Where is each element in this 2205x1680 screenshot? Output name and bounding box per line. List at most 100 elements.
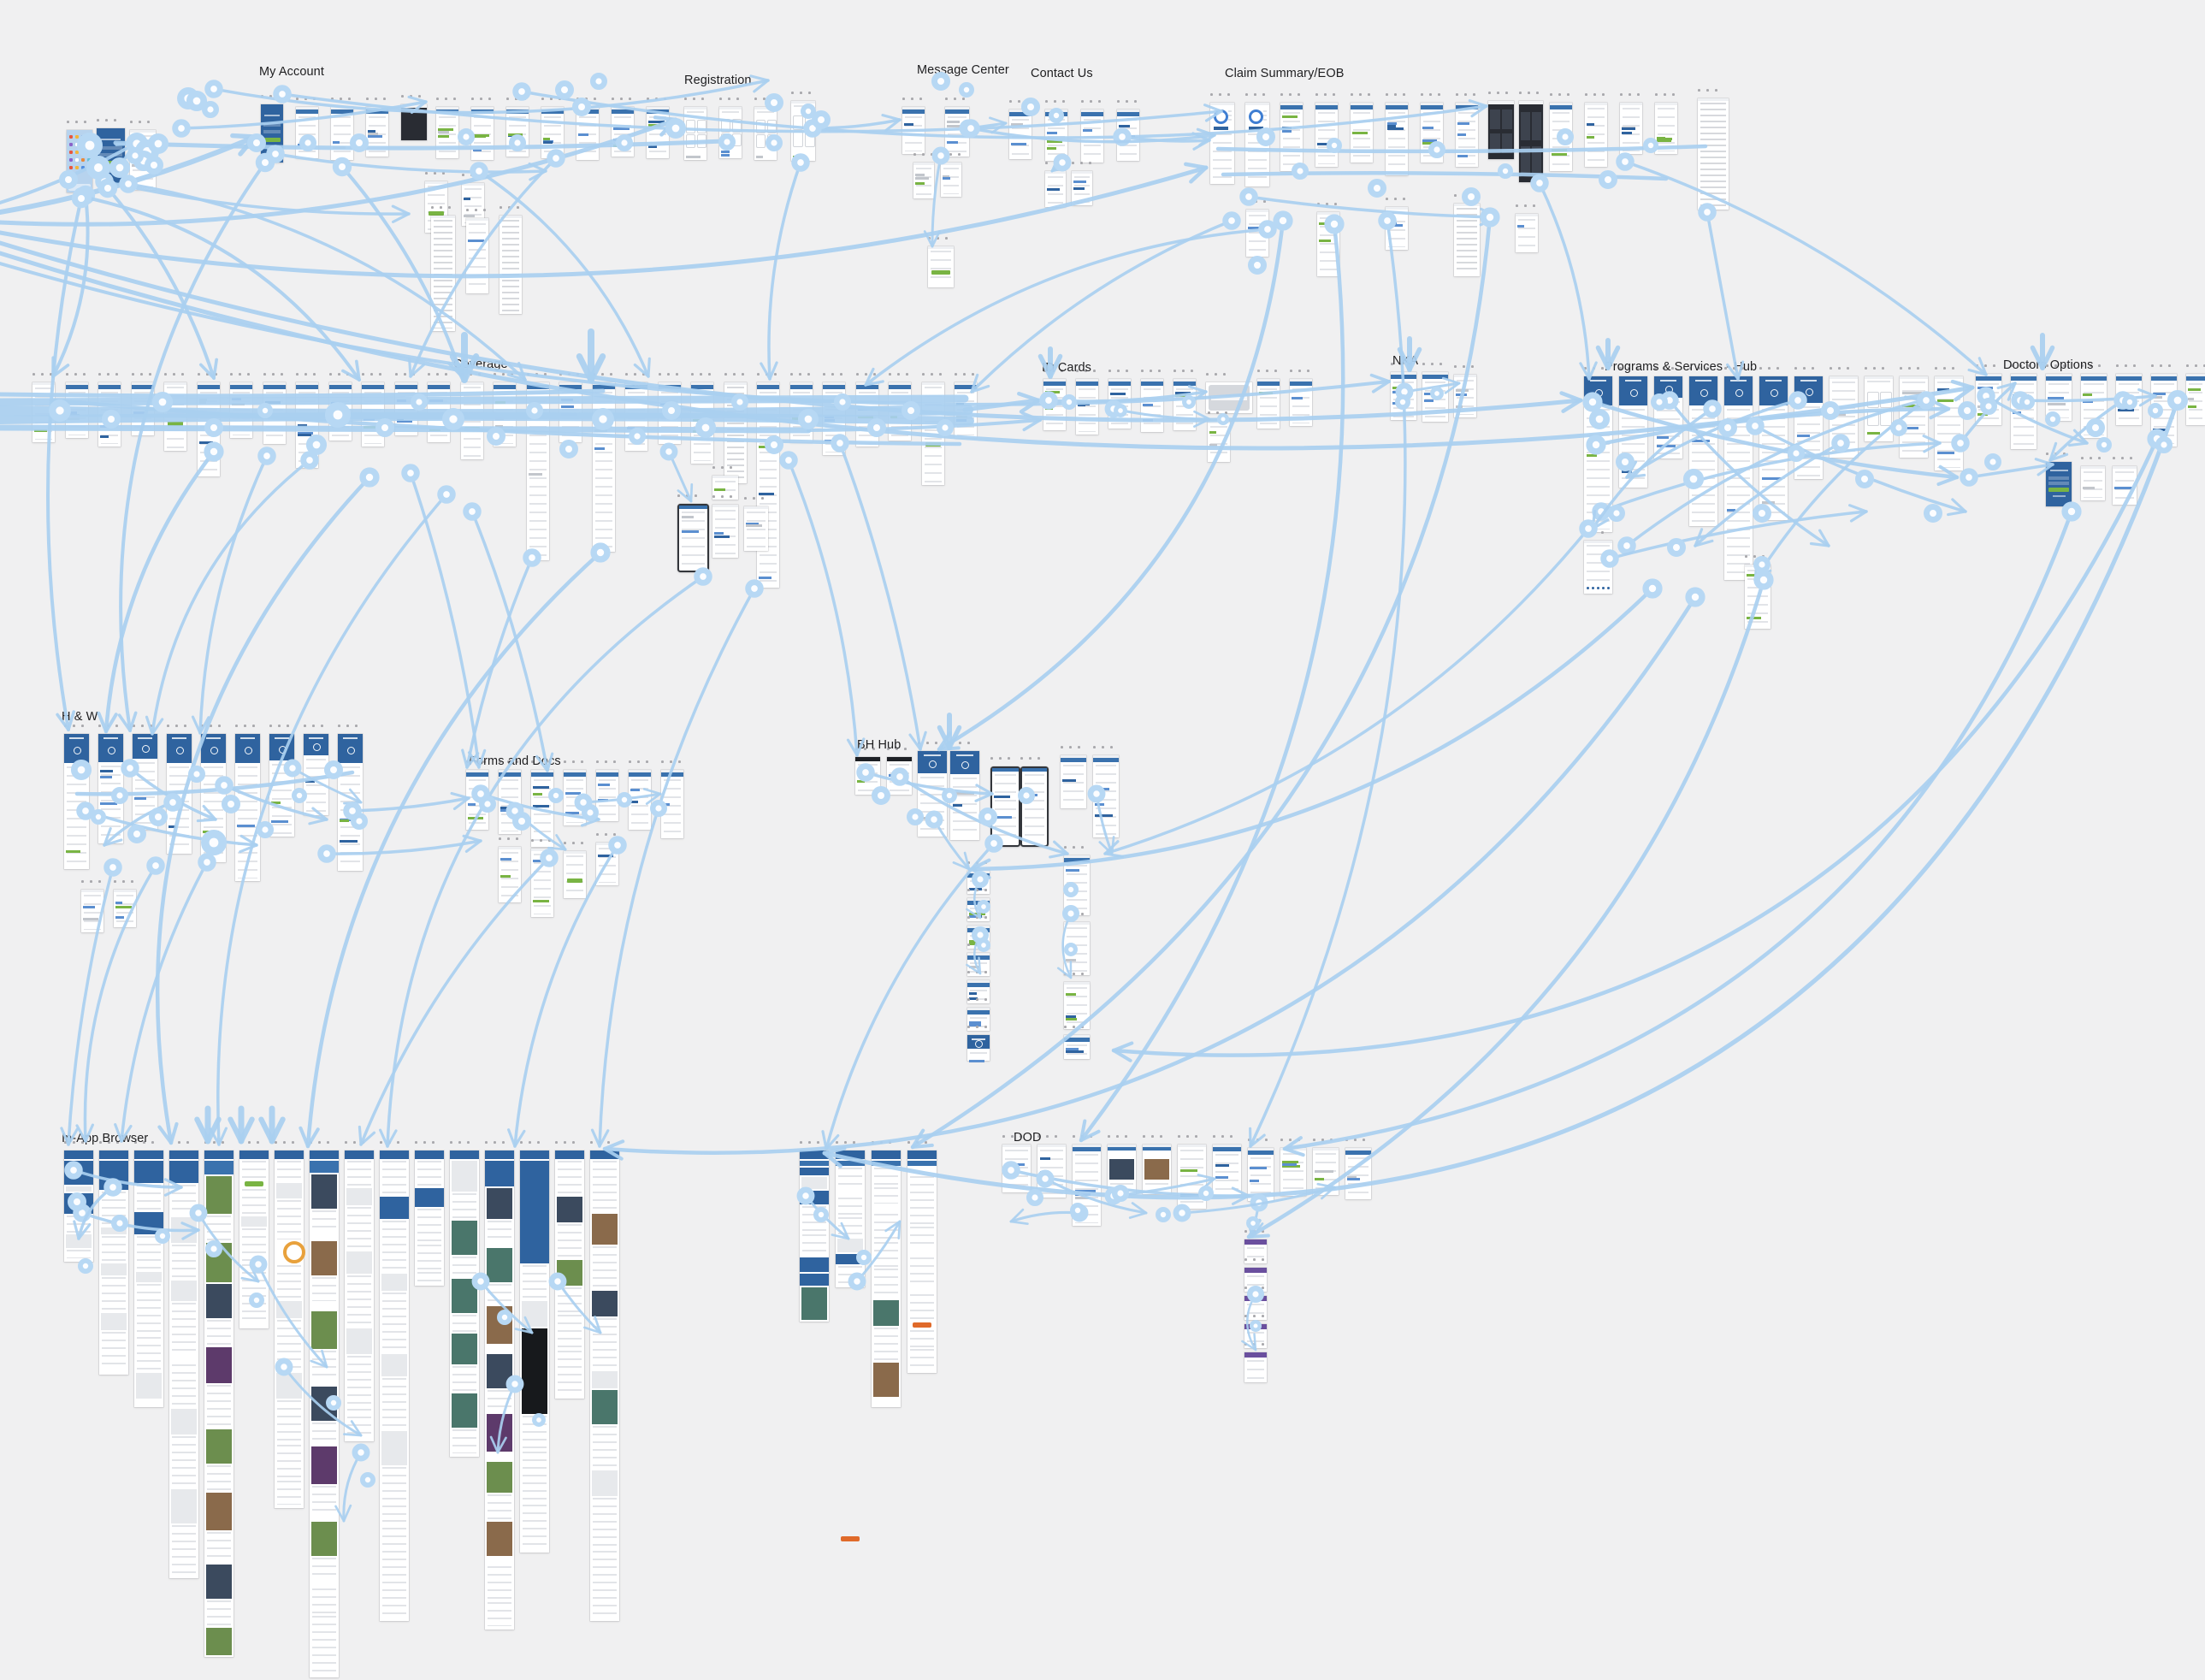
screen-thumbnail[interactable] bbox=[64, 734, 89, 869]
screen-thumbnail[interactable] bbox=[2046, 374, 2072, 421]
screen-thumbnail[interactable] bbox=[1246, 210, 1268, 257]
screen-thumbnail[interactable] bbox=[499, 847, 521, 902]
section-label-in-app-browser[interactable]: In-App Browser bbox=[62, 1132, 149, 1145]
screen-thumbnail[interactable] bbox=[198, 382, 220, 476]
screen-thumbnail[interactable] bbox=[531, 849, 553, 917]
screen-thumbnail[interactable] bbox=[872, 1151, 901, 1407]
screen-thumbnail[interactable] bbox=[500, 216, 522, 314]
screen-thumbnail[interactable] bbox=[855, 757, 880, 795]
screen-thumbnail[interactable] bbox=[791, 101, 815, 161]
screen-thumbnail[interactable] bbox=[1315, 103, 1338, 167]
screen-thumbnail[interactable] bbox=[712, 476, 738, 500]
screen-thumbnail[interactable] bbox=[1072, 171, 1092, 205]
screen-thumbnail[interactable] bbox=[520, 1151, 549, 1553]
section-label-h-and-w[interactable]: H & W bbox=[62, 710, 98, 724]
screen-thumbnail[interactable] bbox=[1064, 1035, 1090, 1059]
screen-thumbnail[interactable] bbox=[167, 734, 192, 854]
screen-thumbnail[interactable] bbox=[941, 163, 961, 197]
screen-thumbnail[interactable] bbox=[1213, 1145, 1241, 1196]
section-label-forms-and-docs[interactable]: Forms and Docs bbox=[469, 754, 561, 768]
screen-thumbnail[interactable] bbox=[612, 107, 634, 157]
screen-thumbnail[interactable] bbox=[1550, 103, 1572, 171]
screen-thumbnail[interactable] bbox=[907, 1151, 937, 1373]
screen-thumbnail[interactable] bbox=[1257, 379, 1280, 429]
screen-thumbnail[interactable] bbox=[955, 382, 977, 438]
screen-thumbnail[interactable] bbox=[1655, 103, 1677, 154]
screen-thumbnail[interactable] bbox=[590, 1151, 619, 1621]
screen-thumbnail[interactable] bbox=[98, 382, 121, 447]
screen-thumbnail[interactable] bbox=[902, 107, 925, 154]
screen-thumbnail[interactable] bbox=[1456, 103, 1478, 167]
screen-thumbnail[interactable] bbox=[362, 382, 384, 447]
screen-thumbnail[interactable] bbox=[66, 382, 88, 438]
screen-thumbnail[interactable] bbox=[269, 734, 294, 837]
screen-thumbnail[interactable] bbox=[1206, 382, 1252, 413]
screen-thumbnail[interactable] bbox=[564, 851, 586, 898]
screen-thumbnail[interactable] bbox=[1794, 376, 1823, 479]
screen-thumbnail[interactable] bbox=[889, 382, 911, 441]
screen-thumbnail[interactable] bbox=[719, 107, 742, 158]
screen-thumbnail[interactable] bbox=[1345, 1148, 1371, 1199]
screen-thumbnail[interactable] bbox=[431, 216, 455, 331]
screen-thumbnail[interactable] bbox=[1081, 109, 1103, 163]
screen-thumbnail[interactable] bbox=[790, 382, 813, 442]
screen-thumbnail[interactable] bbox=[1745, 565, 1771, 629]
screen-thumbnail[interactable] bbox=[1117, 109, 1139, 161]
screen-thumbnail[interactable] bbox=[471, 107, 494, 160]
screen-thumbnail[interactable] bbox=[81, 890, 103, 932]
screen-thumbnail[interactable] bbox=[967, 1035, 990, 1062]
screen-thumbnail[interactable] bbox=[677, 504, 709, 572]
screen-thumbnail[interactable] bbox=[1290, 379, 1312, 426]
screen-thumbnail[interactable] bbox=[950, 751, 979, 840]
screen-thumbnail[interactable] bbox=[1313, 1148, 1339, 1195]
screen-thumbnail[interactable] bbox=[1108, 1145, 1136, 1194]
screen-thumbnail[interactable] bbox=[67, 130, 92, 192]
screen-thumbnail[interactable] bbox=[395, 382, 417, 435]
screen-thumbnail[interactable] bbox=[1108, 379, 1131, 429]
screen-thumbnail[interactable] bbox=[1141, 379, 1163, 432]
screen-thumbnail[interactable] bbox=[494, 382, 516, 447]
screen-thumbnail[interactable] bbox=[1454, 204, 1480, 276]
screen-thumbnail[interactable] bbox=[1391, 372, 1416, 420]
screen-thumbnail[interactable] bbox=[1037, 1145, 1066, 1198]
screen-thumbnail[interactable] bbox=[856, 382, 878, 447]
screen-thumbnail[interactable] bbox=[1519, 101, 1543, 182]
screen-thumbnail[interactable] bbox=[1020, 766, 1049, 847]
screen-thumbnail[interactable] bbox=[1064, 982, 1090, 1029]
screen-thumbnail[interactable] bbox=[275, 1151, 306, 1508]
screen-thumbnail[interactable] bbox=[134, 1151, 163, 1407]
screen-thumbnail[interactable] bbox=[918, 751, 947, 837]
screen-thumbnail[interactable] bbox=[436, 107, 458, 158]
screen-thumbnail[interactable] bbox=[1173, 379, 1196, 430]
screen-thumbnail[interactable] bbox=[1002, 1145, 1031, 1192]
screen-thumbnail[interactable] bbox=[2081, 374, 2107, 438]
screen-thumbnail[interactable] bbox=[659, 382, 681, 444]
screen-thumbnail[interactable] bbox=[836, 1151, 865, 1541]
screen-thumbnail[interactable] bbox=[1422, 372, 1448, 422]
screen-thumbnail[interactable] bbox=[1900, 376, 1928, 458]
screen-thumbnail[interactable] bbox=[201, 734, 226, 862]
screen-thumbnail[interactable] bbox=[1976, 374, 2001, 425]
screen-thumbnail[interactable] bbox=[235, 734, 260, 881]
screen-thumbnail[interactable] bbox=[629, 770, 651, 830]
screen-thumbnail[interactable] bbox=[887, 757, 912, 795]
screen-thumbnail[interactable] bbox=[2113, 466, 2137, 505]
section-label-coverage[interactable]: Coverage bbox=[453, 358, 508, 371]
screen-thumbnail[interactable] bbox=[415, 1151, 444, 1286]
screen-thumbnail[interactable] bbox=[204, 1151, 234, 1657]
screen-thumbnail[interactable] bbox=[1454, 375, 1476, 417]
screen-thumbnail[interactable] bbox=[428, 382, 450, 442]
screen-thumbnail[interactable] bbox=[1093, 755, 1119, 837]
screen-thumbnail[interactable] bbox=[99, 1151, 128, 1375]
screen-thumbnail[interactable] bbox=[304, 734, 328, 815]
screen-thumbnail[interactable] bbox=[596, 843, 618, 885]
screen-thumbnail[interactable] bbox=[485, 1151, 514, 1630]
screen-thumbnail[interactable] bbox=[130, 130, 156, 190]
screen-thumbnail[interactable] bbox=[1584, 376, 1612, 532]
screen-thumbnail[interactable] bbox=[1698, 98, 1729, 210]
screen-thumbnail[interactable] bbox=[380, 1151, 409, 1621]
screen-thumbnail[interactable] bbox=[527, 382, 549, 560]
section-label-doctors-options[interactable]: Doctors Options bbox=[2003, 358, 2094, 372]
screen-thumbnail[interactable] bbox=[800, 1151, 829, 1322]
screen-thumbnail[interactable] bbox=[691, 382, 713, 464]
